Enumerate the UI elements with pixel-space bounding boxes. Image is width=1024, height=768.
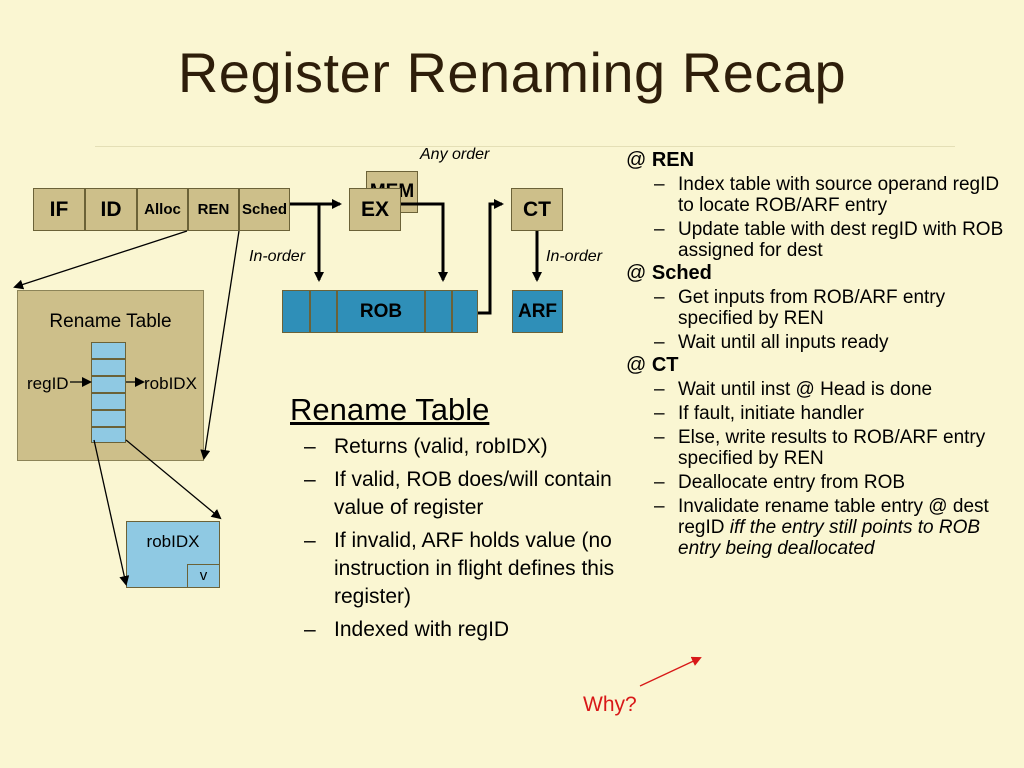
any-order-label: Any order — [420, 146, 490, 163]
rob-slot — [310, 290, 337, 333]
rename-entry-box: robIDX v — [126, 521, 220, 588]
section-heading-ct: @ CT — [626, 354, 679, 376]
why-arrow — [639, 656, 702, 687]
list-item: –Deallocate entry from ROB — [654, 472, 906, 493]
rename-table-row — [91, 393, 126, 410]
rob-buffer: ROB — [282, 290, 478, 333]
page-title: Register Renaming Recap — [177, 41, 847, 104]
rob-slot — [425, 290, 452, 333]
in-order-left-label: In-order — [249, 248, 306, 265]
list-item: –Invalidate rename table entry @ dest re… — [654, 496, 989, 559]
list-item: –Wait until all inputs ready — [654, 332, 889, 353]
stage-ren: REN — [188, 188, 239, 231]
list-item: –Wait until inst @ Head is done — [654, 379, 933, 400]
rename-table-row — [91, 359, 126, 376]
list-item: –Else, write results to ROB/ARF entry sp… — [654, 427, 986, 469]
entry-zoom-right-line — [125, 439, 222, 520]
ren-zoom-left-line — [13, 230, 188, 290]
entry-robidx-label: robIDX — [146, 532, 200, 551]
robidx-label: robIDX — [144, 374, 197, 393]
stage-id: ID — [85, 188, 137, 231]
stage-notes: @ REN –Index table with source operand r… — [626, 148, 1018, 560]
rename-table-column — [91, 342, 126, 443]
rename-table-title: Rename Table — [49, 311, 172, 332]
list-item: –Indexed with regID — [304, 618, 510, 641]
title-divider — [95, 146, 955, 147]
list-item: –If invalid, ARF holds value (no instruc… — [304, 529, 615, 608]
rename-table-row — [91, 427, 126, 443]
ex-to-rob-arrow — [401, 202, 448, 282]
list-item: –Returns (valid, robIDX) — [304, 435, 548, 458]
section-heading-ren: @ REN — [626, 149, 695, 171]
rename-table-box: Rename Table regID robIDX — [17, 290, 204, 461]
rob-label: ROB — [337, 290, 425, 333]
in-order-right-label: In-order — [546, 248, 603, 265]
entry-zoom-left-line — [93, 439, 130, 586]
stage-ex: EX — [349, 188, 401, 231]
stage-if: IF — [33, 188, 85, 231]
rename-table-row — [91, 410, 126, 427]
regid-label: regID — [27, 374, 69, 393]
list-item: –Update table with dest regID with ROB a… — [654, 219, 1004, 261]
list-item: –Index table with source operand regID t… — [654, 174, 1000, 216]
entry-valid-field: v — [187, 564, 219, 587]
rename-table-row — [91, 342, 126, 359]
why-annotation: Why? — [583, 693, 637, 716]
stage-sched: Sched — [239, 188, 290, 231]
stage-alloc: Alloc — [137, 188, 188, 231]
rob-to-ct-arrow — [478, 199, 504, 315]
list-item: –If valid, ROB does/will contain value o… — [304, 468, 612, 519]
arf-box: ARF — [512, 290, 563, 333]
rename-table-heading: Rename Table — [290, 392, 490, 427]
rob-slot — [282, 290, 310, 333]
ren-zoom-right-line — [200, 230, 240, 460]
list-item: –If fault, initiate handler — [654, 403, 864, 424]
stage-ct: CT — [511, 188, 563, 231]
rob-slot — [452, 290, 478, 333]
rename-table-notes: Rename Table –Returns (valid, robIDX) –I… — [290, 392, 620, 644]
section-heading-sched: @ Sched — [626, 262, 712, 284]
list-item: –Get inputs from ROB/ARF entry specified… — [654, 287, 946, 329]
